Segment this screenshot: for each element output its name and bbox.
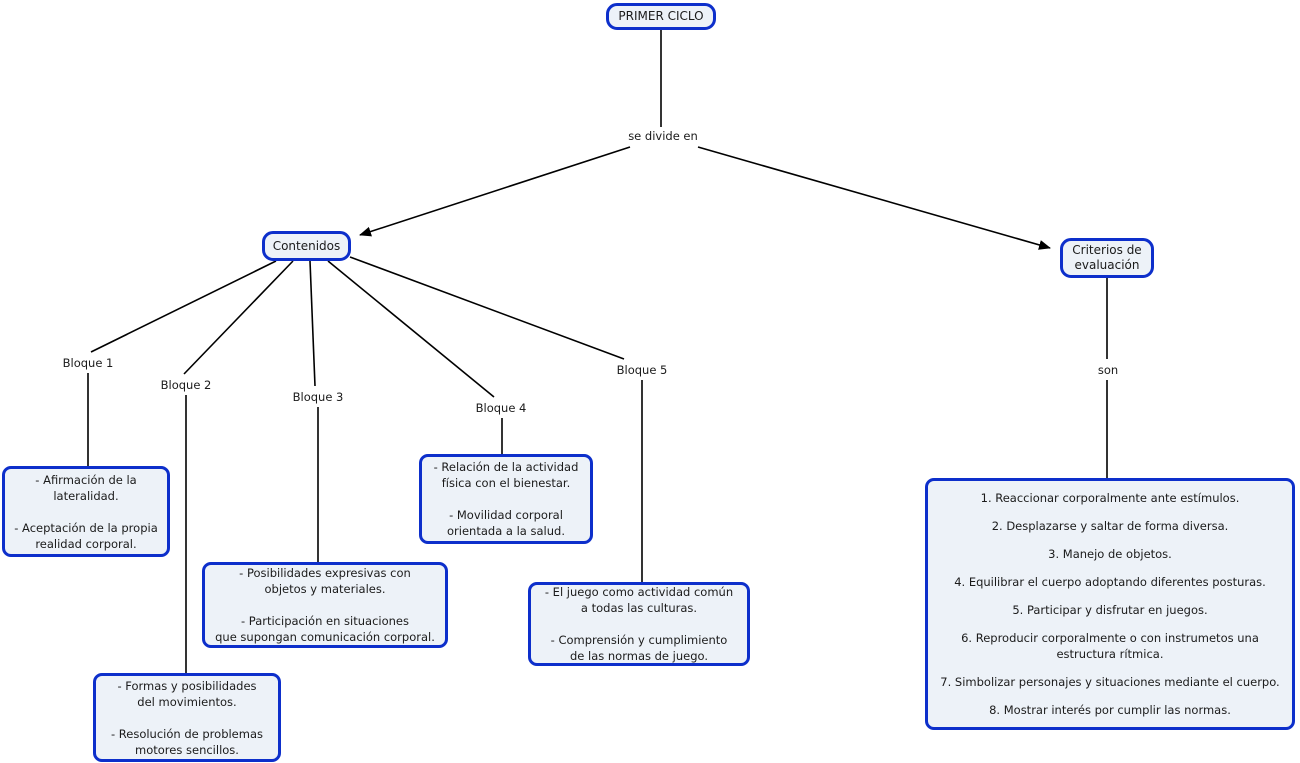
box-paragraph: - Formas y posibilidades del movimientos… — [117, 678, 256, 710]
criteria-text-line: 7. Simbolizar personajes y situaciones m… — [940, 675, 1280, 689]
box-text-line: - Participación en situaciones — [240, 614, 409, 628]
connector-contenidos-to-bloque3 — [309, 260, 316, 387]
box-text-line: - El juego como actividad común — [544, 585, 734, 599]
node-primer-ciclo-label: PRIMER CICLO — [618, 9, 704, 23]
node-contenidos: Contenidos — [262, 231, 351, 261]
criteria-item: 8. Mostrar interés por cumplir las norma… — [989, 702, 1231, 718]
criteria-item: 4. Equilibrar el cuerpo adoptando difere… — [954, 574, 1266, 590]
box-bloque-4: - Relación de la actividad física con el… — [419, 454, 593, 544]
criteria-item: 5. Participar y disfrutar en juegos. — [1012, 602, 1207, 618]
box-paragraph: - Relación de la actividad física con el… — [434, 459, 579, 491]
box-text-line: lateralidad. — [53, 488, 119, 503]
box-text-line: de las normas de juego. — [569, 649, 709, 663]
link-label-bloque-3: Bloque 3 — [290, 389, 346, 405]
box-paragraph: - Participación en situaciones que supon… — [215, 613, 435, 645]
criteria-text-line: 8. Mostrar interés por cumplir las norma… — [989, 703, 1231, 717]
box-bloque-2: - Formas y posibilidades del movimientos… — [93, 673, 281, 762]
box-bloque-3: - Posibilidades expresivas con objetos y… — [202, 562, 448, 648]
box-paragraph: - Comprensión y cumplimiento de las norm… — [551, 632, 728, 664]
box-text-line: - Afirmación de la — [35, 472, 137, 487]
link-label-se-divide-en: se divide en — [626, 128, 700, 144]
node-criterios-evaluacion-label: Criterios de evaluación — [1072, 243, 1142, 272]
box-text-line: a todas las culturas. — [580, 601, 698, 615]
box-text-line: objetos y materiales. — [264, 582, 386, 596]
box-paragraph: - Aceptación de la propia realidad corpo… — [14, 520, 158, 552]
box-text-line: - Formas y posibilidades — [117, 678, 257, 693]
link-label-bloque-5: Bloque 5 — [614, 362, 670, 378]
link-label-bloque-1: Bloque 1 — [60, 355, 116, 371]
node-primer-ciclo: PRIMER CICLO — [606, 3, 716, 30]
criteria-text-line: 2. Desplazarse y saltar de forma diversa… — [991, 519, 1229, 533]
criteria-item: 1. Reaccionar corporalmente ante estímul… — [981, 490, 1240, 506]
connector-contenidos-to-bloque4 — [327, 260, 495, 398]
box-paragraph: - Afirmación de la lateralidad. — [35, 472, 136, 504]
connector-divide-to-contenidos — [359, 146, 631, 237]
box-criterios-list: 1. Reaccionar corporalmente ante estímul… — [925, 478, 1295, 730]
box-paragraph: - El juego como actividad común a todas … — [545, 584, 733, 616]
connector-divide-to-criterios — [697, 146, 1051, 250]
criteria-text-line: estructura rítmica. — [1056, 647, 1164, 661]
connector-contenidos-to-bloque1 — [90, 260, 277, 353]
box-text-line: - Resolución de problemas — [110, 726, 263, 741]
link-label-son: son — [1095, 362, 1121, 378]
box-text-line: - Comprensión y cumplimiento — [550, 633, 728, 647]
box-paragraph: - Posibilidades expresivas con objetos y… — [239, 565, 411, 597]
box-paragraph: - Resolución de problemas motores sencil… — [111, 726, 263, 758]
box-text-line: motores sencillos. — [135, 742, 239, 757]
box-bloque-1: - Afirmación de la lateralidad. - Acepta… — [2, 466, 170, 557]
box-paragraph: - Movilidad corporal orientada a la salu… — [447, 507, 565, 539]
criteria-text-line: 1. Reaccionar corporalmente ante estímul… — [980, 491, 1240, 505]
criteria-text-line: 4. Equilibrar el cuerpo adoptando difere… — [954, 575, 1266, 589]
box-text-line: - Aceptación de la propia — [14, 520, 158, 535]
connector-contenidos-to-bloque5 — [349, 256, 625, 360]
criteria-text-line: 3. Manejo de objetos. — [1048, 547, 1172, 561]
box-bloque-5: - El juego como actividad común a todas … — [528, 582, 750, 666]
criteria-text-line: 6. Reproducir corporalmente o con instru… — [961, 631, 1259, 645]
criteria-text-line: 5. Participar y disfrutar en juegos. — [1012, 603, 1208, 617]
connector-contenidos-to-bloque2 — [183, 260, 294, 375]
criteria-item: 6. Reproducir corporalmente o con instru… — [961, 630, 1259, 662]
box-text-line: - Movilidad corporal — [449, 508, 563, 522]
node-criterios-evaluacion: Criterios de evaluación — [1060, 238, 1154, 278]
box-text-line: del movimientos. — [137, 694, 237, 709]
link-label-bloque-2: Bloque 2 — [158, 377, 214, 393]
box-text-line: orientada a la salud. — [447, 524, 565, 538]
node-contenidos-label: Contenidos — [272, 238, 341, 253]
box-text-line: realidad corporal. — [35, 536, 137, 551]
box-text-line: física con el bienestar. — [441, 476, 571, 490]
criteria-item: 7. Simbolizar personajes y situaciones m… — [940, 674, 1279, 690]
criteria-item: 2. Desplazarse y saltar de forma diversa… — [992, 518, 1229, 534]
criteria-item: 3. Manejo de objetos. — [1048, 546, 1172, 562]
box-text-line: que supongan comunicación corporal. — [215, 630, 435, 644]
box-text-line: - Posibilidades expresivas con — [239, 566, 411, 580]
link-label-bloque-4: Bloque 4 — [473, 400, 529, 416]
box-text-line: - Relación de la actividad — [433, 460, 579, 474]
